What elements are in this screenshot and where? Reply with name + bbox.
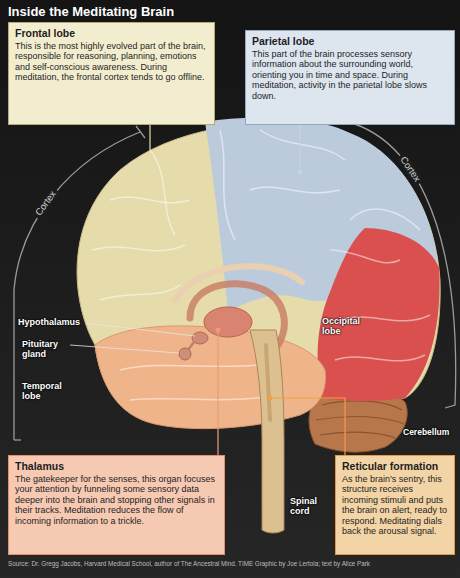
callout-box: ThalamusThe gatekeeper for the senses, t… — [8, 455, 225, 555]
box-body: The gatekeeper for the senses, this orga… — [15, 474, 218, 527]
box-heading: Frontal lobe — [15, 27, 208, 40]
box-body: This is the most highly evolved part of … — [15, 41, 208, 83]
box-body: This part of the brain processes sensory… — [252, 49, 448, 102]
leader-dot — [268, 396, 273, 401]
part-label: Occipital lobe — [322, 316, 368, 336]
bracket-tick — [14, 439, 21, 440]
leader-line — [217, 332, 218, 470]
leader-dot — [216, 328, 221, 333]
pituitary-stalk — [188, 342, 194, 350]
hypothalamus-structure — [192, 332, 208, 344]
callout-box: Frontal lobeThis is the most highly evol… — [8, 22, 215, 125]
bracket-label: Cortex — [32, 186, 61, 220]
temporal-lobe-region — [95, 326, 326, 429]
box-heading: Reticular formation — [342, 460, 448, 473]
leader-dot — [148, 180, 153, 185]
part-label: Spinal cord — [290, 496, 324, 516]
box-heading: Parietal lobe — [252, 35, 448, 48]
leader-dot — [298, 170, 303, 175]
brainstem-spinal-cord — [250, 330, 284, 533]
part-label: Hypothalamus — [18, 317, 80, 327]
callout-box: Reticular formationAs the brain’s sentry… — [335, 455, 455, 555]
source-caption: Source: Dr. Gregg Jacobs, Harvard Medica… — [8, 560, 452, 568]
cerebellum-fold — [316, 417, 404, 424]
leader-line — [70, 345, 179, 353]
cerebellum-fold — [322, 401, 402, 410]
leader-line — [86, 323, 195, 336]
pituitary-structure — [179, 348, 191, 360]
reticular-structure — [266, 345, 270, 420]
cerebellum-fold — [320, 432, 395, 438]
thalamus-structure — [204, 307, 252, 337]
box-heading: Thalamus — [15, 460, 218, 473]
bracket-tick — [136, 126, 145, 138]
part-label: Cerebellum — [403, 428, 449, 438]
part-label: Temporal lobe — [22, 381, 72, 401]
callout-box: Parietal lobeThis part of the brain proc… — [245, 30, 455, 125]
occipital-lobe-region — [318, 228, 440, 401]
part-label: Pituitary gland — [22, 339, 68, 359]
box-body: As the brain’s sentry, this structure re… — [342, 474, 448, 537]
title: Inside the Meditating Brain — [8, 4, 174, 19]
